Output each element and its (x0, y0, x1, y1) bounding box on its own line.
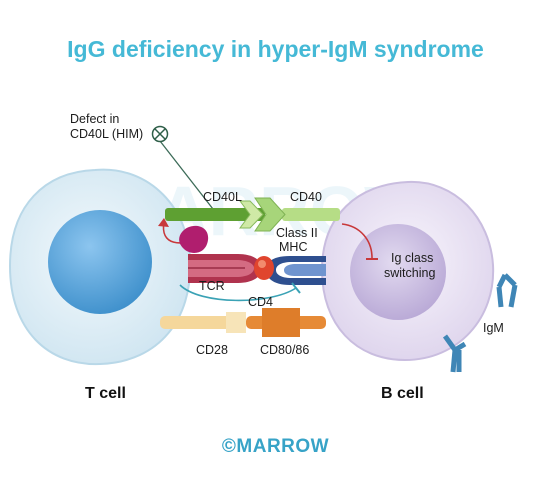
ig-switch-label-line1: Ig class (391, 251, 434, 265)
arrowhead-icon (158, 218, 169, 227)
defect-pointer-line (159, 140, 221, 219)
class-ii-label-line1: Class II (276, 226, 318, 240)
cd28-bar (160, 316, 240, 329)
brand-logo-text: ©MARROW (221, 436, 330, 457)
cd80-86-head (262, 308, 300, 337)
cd40l-bar (165, 208, 265, 221)
b-cell (320, 180, 495, 362)
igm-antibody-icon (442, 334, 467, 373)
defect-label-line1: Defect in (70, 112, 120, 126)
cd4-bar-icon (291, 282, 301, 294)
igm-antibody-icon (496, 273, 518, 308)
inhibit-circle-icon (151, 125, 169, 143)
b-cell-label: B cell (381, 385, 424, 402)
igm-label: IgM (483, 321, 504, 335)
b-cell-nucleus (350, 224, 446, 320)
cd40-chevron (254, 197, 286, 232)
tcr-molecule (188, 254, 262, 283)
ig-switch-label-line2: switching (384, 266, 436, 280)
cd4-arc (179, 284, 297, 302)
page-title: IgG deficiency in hyper-IgM syndrome (67, 36, 484, 62)
cd80-86-label: CD80/86 (260, 343, 310, 357)
defect-label-line2: CD40L (HIM) (70, 127, 144, 141)
peptide-highlight (258, 260, 266, 268)
cytokine-blob (179, 225, 209, 253)
t-cell-nucleus (48, 210, 152, 314)
tcr-label: TCR (199, 279, 225, 293)
t-cell (8, 168, 192, 366)
cd4-label: CD4 (248, 295, 274, 309)
peptide-antigen (254, 256, 274, 280)
cd28-head (226, 312, 246, 333)
mhc-class-ii-molecule (266, 256, 326, 285)
cd40-label: CD40 (290, 190, 322, 204)
cd40-bar (282, 208, 340, 221)
cd40l-label: CD40L (203, 190, 242, 204)
cd28-label: CD28 (196, 343, 228, 357)
t-cell-label: T cell (85, 385, 126, 402)
ig-switch-inhibit-arrow (341, 223, 373, 259)
cd40l-chevron (239, 200, 264, 229)
class-ii-label-line2: MHC (279, 240, 308, 254)
